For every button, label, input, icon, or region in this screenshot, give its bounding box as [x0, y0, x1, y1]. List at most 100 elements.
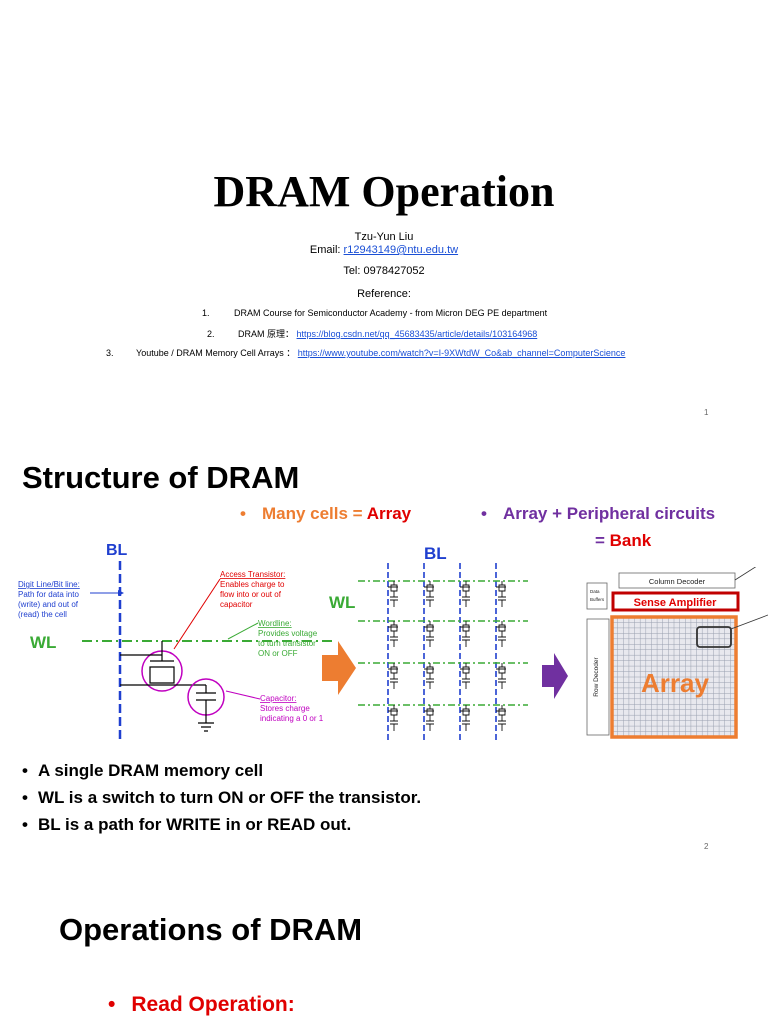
reference-link[interactable]: https://blog.csdn.net/qq_45683435/articl…	[296, 329, 538, 339]
capacitor-title: Capacitor:	[260, 694, 296, 703]
page-number: 1	[704, 408, 709, 417]
reference-number: 2.	[207, 329, 215, 339]
wl-label: WL	[329, 593, 355, 612]
bullet-text: A single DRAM memory cell	[37, 761, 264, 780]
slide-title: DRAM Operation	[213, 167, 555, 216]
data-buffers-label: Data	[590, 589, 600, 594]
dram-cell-diagram: BL Digit Line/Bit line: Path for data in…	[18, 542, 332, 741]
bullet-text: BL is a path for WRITE in or READ out.	[37, 815, 352, 834]
bullet-dot: •	[108, 993, 116, 1016]
data-buffers-label: Buffers	[590, 597, 605, 602]
list-item: •A single DRAM memory cell	[22, 761, 264, 780]
memory-cell	[496, 705, 506, 731]
wordline-text: ON or OFF	[258, 649, 298, 658]
digit-line-title: Digit Line/Bit line:	[18, 580, 80, 589]
bl-label: BL	[424, 544, 447, 563]
access-transistor-arrow	[173, 578, 221, 650]
bullet-bank: • Array + Peripheral circuits	[481, 504, 715, 524]
reference-text: DRAM Course for Semiconductor Academy - …	[234, 308, 548, 318]
reference-item-3: 3. Youtube / DRAM Memory Cell Arrays ： h…	[106, 346, 625, 359]
author-name: Tzu-Yun Liu	[354, 231, 414, 243]
slide-title: Operations of DRAM	[59, 912, 363, 947]
access-transistor-text: capacitor	[220, 600, 253, 609]
memory-cell	[496, 663, 506, 689]
access-transistor-text: flow into or out of	[220, 590, 282, 599]
email-label: Email:	[309, 244, 344, 256]
column-decoder-box	[618, 572, 736, 589]
row-decoder-box	[586, 618, 610, 736]
memory-cell	[496, 581, 506, 607]
bullet-highlight: Bank	[609, 531, 652, 550]
zoom-box	[696, 626, 732, 648]
bullet-dot: •	[481, 504, 487, 523]
memory-cell	[424, 705, 434, 731]
memory-cell	[460, 663, 470, 689]
column-decoder-label: Column Decoder	[649, 577, 706, 586]
cell-grid	[358, 563, 528, 743]
bullet-text: Many cells =	[261, 504, 367, 523]
wl-label: WL	[30, 633, 56, 652]
bullet-text: Array + Peripheral circuits	[502, 504, 716, 523]
reference-number: 3.	[106, 348, 114, 358]
bullet-dot: •	[240, 504, 246, 523]
callout-line	[734, 567, 757, 581]
memory-cell	[496, 621, 506, 647]
bank-grid	[611, 616, 737, 738]
bl-label: BL	[106, 542, 128, 559]
structure-bullet-list: •A single DRAM memory cell •WL is a swit…	[22, 761, 421, 842]
digit-line-text: Path for data into	[18, 590, 79, 599]
slide-title: Structure of DRAM	[22, 460, 300, 495]
array-label: Array	[641, 668, 709, 698]
dram-bank-diagram: Column Decoder Data Buffers Sense Amplif…	[586, 567, 768, 739]
arrowhead	[118, 590, 124, 596]
page-number: 2	[704, 842, 709, 851]
orange-arrow-icon	[322, 641, 356, 695]
capacitor-symbol	[196, 685, 216, 732]
bullet-text: =	[595, 531, 610, 550]
callout-line	[730, 614, 768, 630]
access-transistor-text: Enables charge to	[220, 580, 285, 589]
data-buffers-box	[586, 582, 608, 610]
reference-label: Reference:	[357, 288, 411, 300]
bullet-bank-line2: = Bank	[595, 531, 651, 551]
slide-1: DRAM Operation Tzu-Yun Liu Email: r12943…	[0, 0, 768, 440]
read-operation-bullet: • Read Operation:	[108, 993, 295, 1017]
memory-cell	[460, 621, 470, 647]
dram-array-diagram: BL WL	[329, 544, 528, 743]
purple-arrow-icon	[542, 653, 568, 699]
sense-amplifier-label: Sense Amplifier	[634, 597, 717, 609]
wordline-text: to turn transistor	[258, 639, 316, 648]
memory-cell	[424, 663, 434, 689]
tel-line: Tel: 0978427052	[343, 265, 425, 277]
slide-2: Structure of DRAM •Many cells = Array •A…	[0, 445, 768, 865]
reference-text: DRAM 原理：	[238, 329, 295, 339]
memory-cell	[388, 581, 398, 607]
array-outline	[610, 615, 738, 739]
list-item: •BL is a path for WRITE in or READ out.	[22, 815, 352, 834]
list-item: •WL is a switch to turn ON or OFF the tr…	[22, 788, 422, 807]
bullet-text: Read Operation:	[131, 993, 295, 1016]
reference-link[interactable]: https://www.youtube.com/watch?v=I-9XWtdW…	[297, 348, 626, 358]
bullet-highlight: Array	[366, 504, 412, 523]
reference-text: Youtube / DRAM Memory Cell Arrays ：	[136, 348, 296, 358]
memory-cell	[388, 663, 398, 689]
memory-cell	[460, 581, 470, 607]
reference-number: 1.	[202, 308, 210, 318]
sense-amplifier-box	[611, 591, 740, 612]
email-link[interactable]: r12943149@ntu.edu.tw	[343, 244, 459, 256]
bullet-text: WL is a switch to turn ON or OFF the tra…	[37, 788, 422, 807]
slide-3: Operations of DRAM • Read Operation:	[0, 870, 768, 1024]
email-line: Email: r12943149@ntu.edu.tw	[0, 244, 768, 256]
wordline-title: Wordline:	[258, 619, 292, 628]
capacitor-text: Stores charge	[260, 704, 310, 713]
memory-cell	[388, 621, 398, 647]
bullet-many-cells: • Many cells = Array	[240, 504, 411, 524]
memory-cell	[424, 581, 434, 607]
memory-cell	[424, 621, 434, 647]
access-transistor-title: Access Transistor:	[220, 570, 285, 579]
memory-cell	[460, 705, 470, 731]
reference-item-2: 2. DRAM 原理： https://blog.csdn.net/qq_456…	[207, 327, 537, 340]
memory-cell	[388, 705, 398, 731]
capacitor-arrow	[225, 690, 261, 700]
wordline-arrow	[227, 622, 259, 640]
